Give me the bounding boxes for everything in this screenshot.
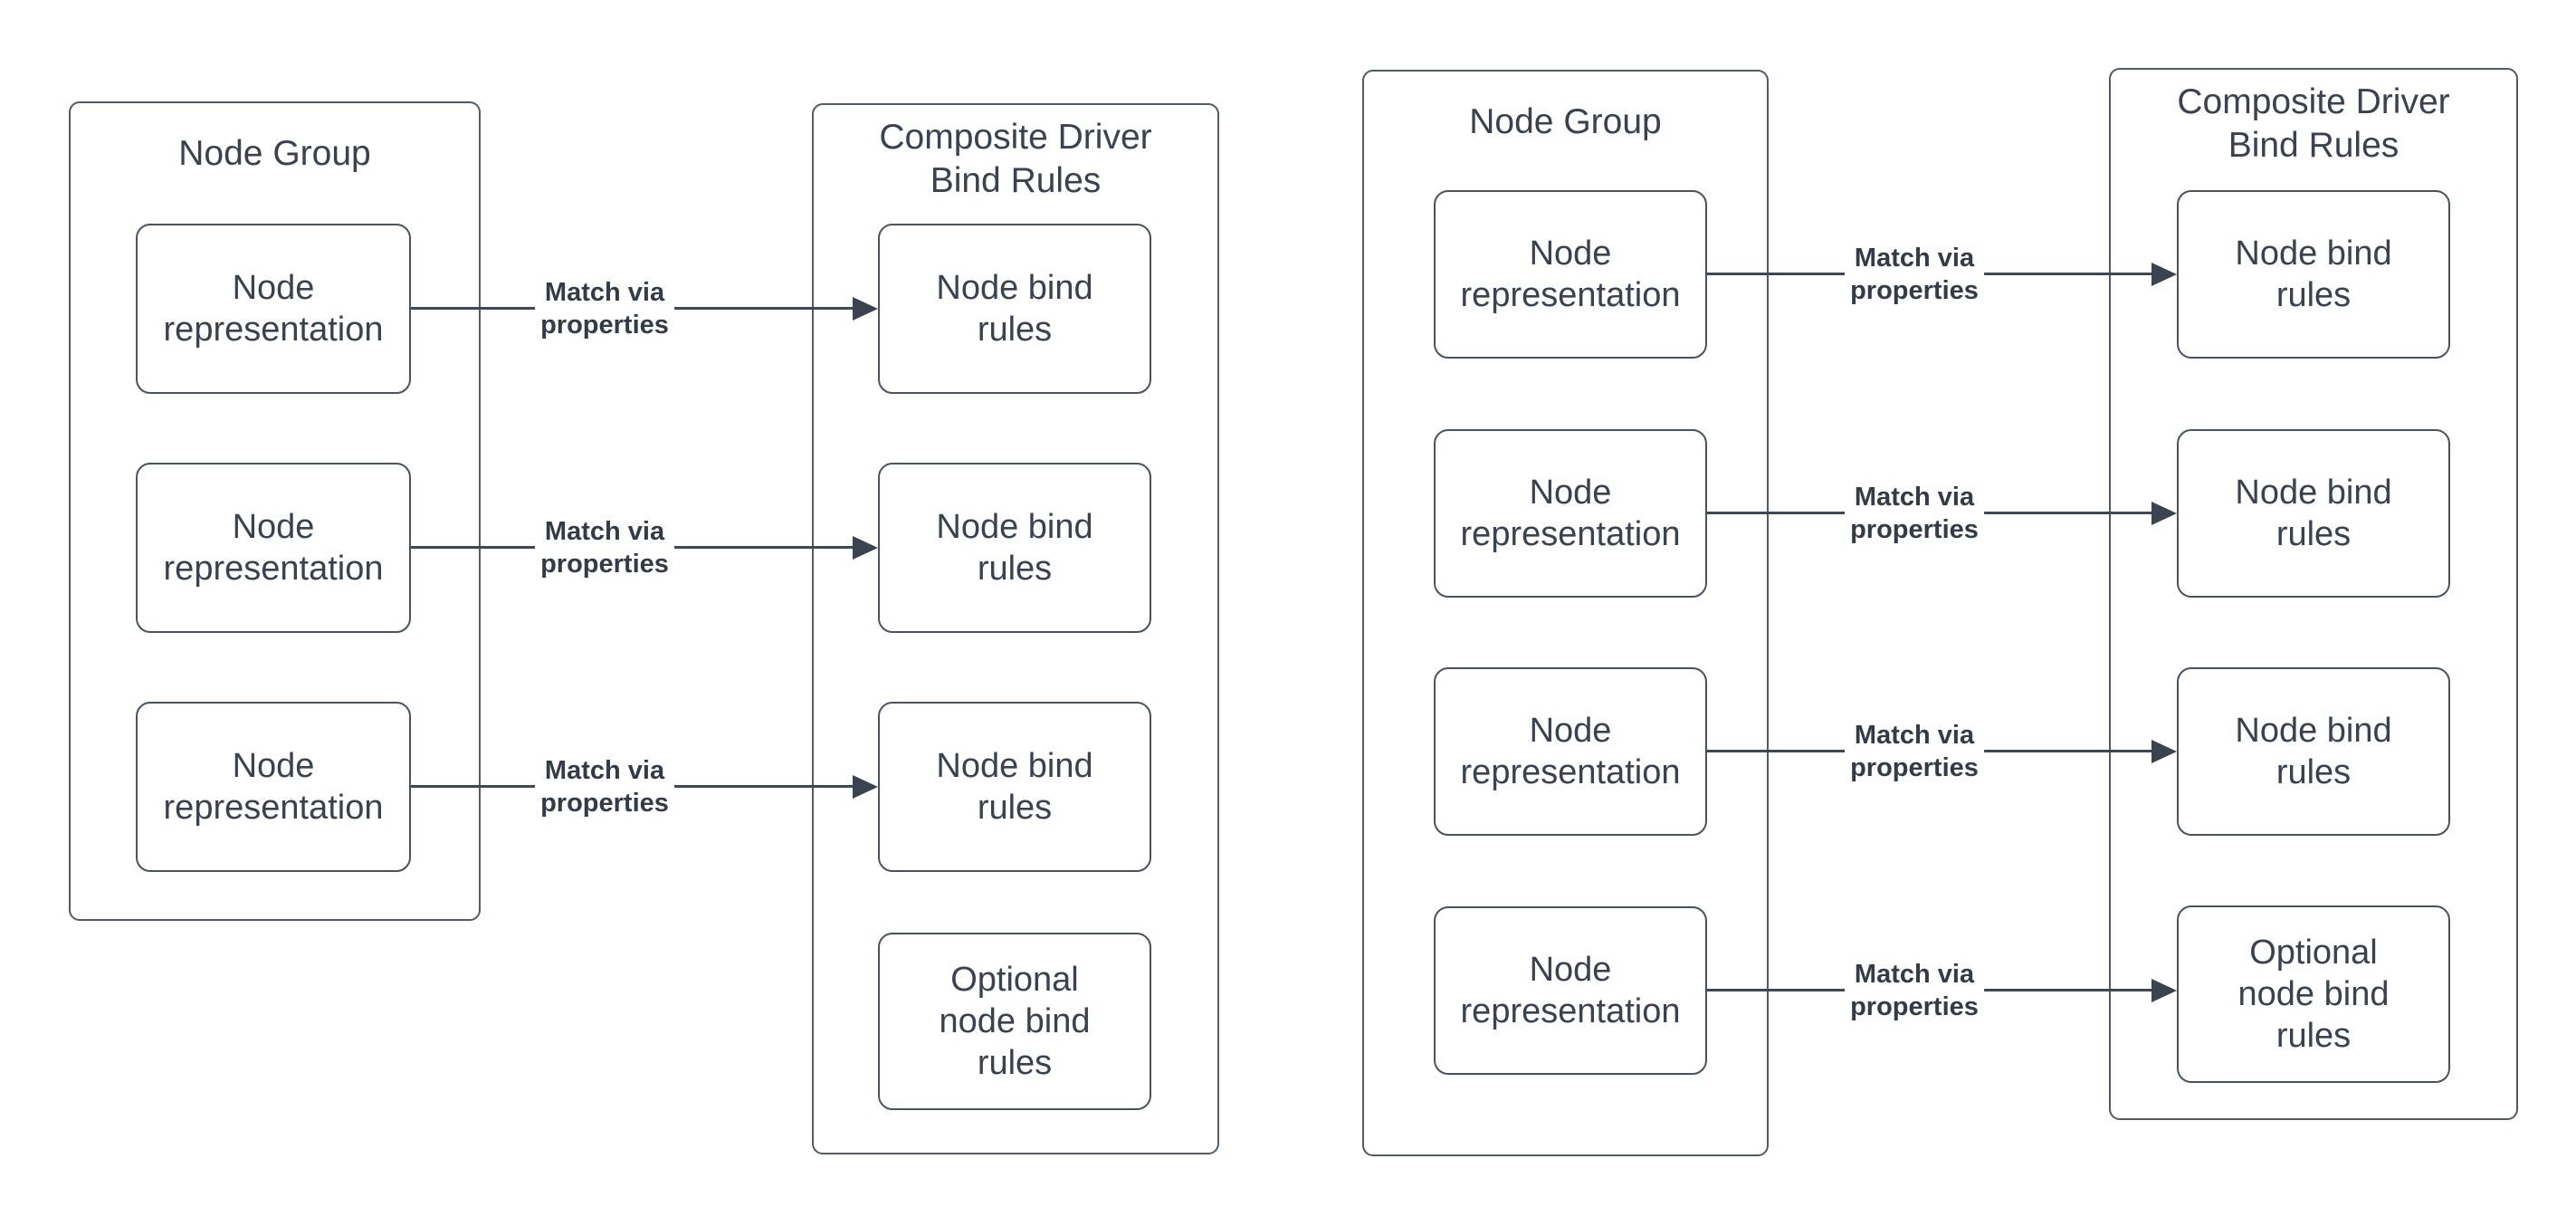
edge-label: Match via properties bbox=[535, 753, 674, 820]
node-bind-rules-box: Node bind rules bbox=[878, 463, 1151, 633]
arrowhead-icon bbox=[853, 297, 878, 321]
edge-label: Match via properties bbox=[535, 514, 674, 581]
node-representation-box: Node representation bbox=[136, 224, 411, 394]
node-representation-box: Node representation bbox=[136, 702, 411, 872]
left-composite-bind-rules-container: Composite Driver Bind Rules bbox=[812, 103, 1219, 1154]
arrowhead-icon bbox=[2151, 740, 2177, 763]
right-composite-bind-rules-container: Composite Driver Bind Rules bbox=[2109, 68, 2518, 1120]
node-representation-box: Node representation bbox=[136, 463, 411, 633]
edge-label: Match via properties bbox=[1845, 241, 1984, 308]
node-representation-box: Node representation bbox=[1434, 667, 1707, 836]
node-group-title: Node Group bbox=[1469, 102, 1662, 141]
right-node-group-container: Node Group bbox=[1362, 70, 1769, 1156]
node-bind-rules-box: Node bind rules bbox=[2177, 667, 2450, 836]
arrowhead-icon bbox=[2151, 263, 2177, 286]
node-group-title: Node Group bbox=[178, 134, 371, 173]
node-bind-rules-box: Node bind rules bbox=[2177, 190, 2450, 359]
edge-label: Match via properties bbox=[1845, 480, 1984, 547]
node-bind-rules-box: Node bind rules bbox=[2177, 429, 2450, 598]
edge-label: Match via properties bbox=[535, 275, 674, 342]
node-representation-box: Node representation bbox=[1434, 429, 1707, 598]
optional-node-bind-rules-box: Optional node bind rules bbox=[878, 933, 1151, 1110]
edge-label: Match via properties bbox=[1845, 957, 1984, 1024]
arrowhead-icon bbox=[853, 536, 878, 560]
node-bind-rules-box: Node bind rules bbox=[878, 224, 1151, 394]
node-representation-box: Node representation bbox=[1434, 190, 1707, 359]
arrowhead-icon bbox=[2151, 979, 2177, 1002]
composite-bind-rules-title: Composite Driver Bind Rules bbox=[879, 118, 1152, 200]
left-node-group-container: Node Group bbox=[69, 101, 481, 921]
node-representation-box: Node representation bbox=[1434, 906, 1707, 1075]
arrowhead-icon bbox=[2151, 502, 2177, 525]
node-bind-rules-box: Node bind rules bbox=[878, 702, 1151, 872]
arrowhead-icon bbox=[853, 775, 878, 799]
composite-bind-rules-title: Composite Driver Bind Rules bbox=[2177, 82, 2450, 165]
optional-node-bind-rules-box: Optional node bind rules bbox=[2177, 905, 2450, 1083]
edge-label: Match via properties bbox=[1845, 718, 1984, 785]
